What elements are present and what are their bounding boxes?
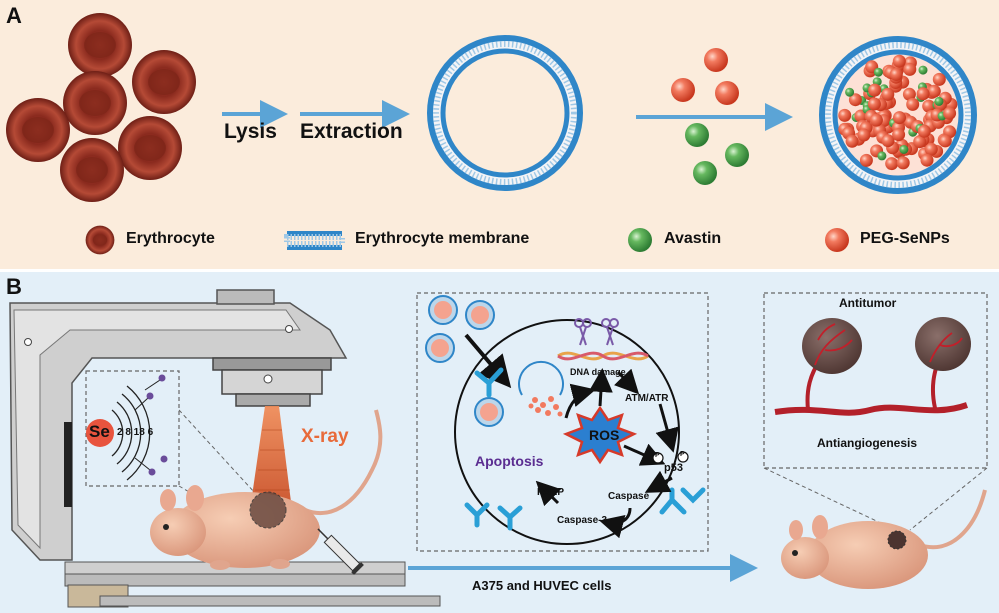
loaded-avastin-particle [877,151,887,161]
syringe-icon [317,528,364,575]
scissors-icon [574,318,619,346]
loaded-sense-particle [869,113,883,127]
cells-label: A375 and HUVEC cells [472,578,612,593]
membrane-label: Erythrocyte membrane [355,230,530,247]
loaded-sense-particle [903,62,917,76]
loaded-sense-particle [845,134,859,148]
panel-a-label: A [6,3,22,28]
receptors [464,367,706,531]
loaded-sense-particle [885,157,899,171]
loaded-sense-particle [881,87,895,101]
loaded-sense-particle [920,153,934,167]
loaded-sense-particle [917,124,931,138]
loaded-sense-particle [892,128,906,142]
dna-damage-label: DNA damage [570,367,626,377]
membrane-legend-icon [284,231,345,250]
loaded-sense-particle [943,106,957,120]
xray-machine [9,289,441,608]
loaded-avastin-particle [899,145,909,154]
mouse-treated [150,409,383,570]
ros-star [562,405,638,465]
loaded-sense-particle [867,97,881,111]
lysis-label: Lysis [224,120,277,143]
nanoparticle-mix [671,48,749,185]
loaded-avastin-particle [873,67,883,77]
antiangiogenesis-label: Antiangiogenesis [817,436,918,450]
apoptosis-label: Apoptosis [475,453,544,469]
xray-beam [250,406,292,510]
phosphate-label-2: P [680,451,685,458]
sense-legend-icon [825,228,849,252]
loaded-sense-particle [893,111,906,125]
antitumor-label: Antitumor [839,296,897,310]
panel-b-label: B [6,274,22,299]
se-shells: 2 8 18 6 [117,427,154,438]
erythrocyte-legend-icon [85,225,115,255]
loaded-sense-particle [902,87,916,101]
loaded-sense-particle [924,142,938,156]
sense-label: PEG-SeNPs [860,230,950,247]
se-symbol: Se [89,422,110,441]
pathway-arrows [535,368,679,539]
loaded-sense-particle [906,97,920,111]
phosphate-icon [677,451,689,463]
loaded-sense-particle [838,108,852,122]
loaded-sense-particle [922,99,936,113]
phosphate-icon [652,452,664,464]
atm-atr-label: ATM/ATR [625,393,669,404]
loaded-sense-particle [932,72,946,86]
loaded-avastin-particle [845,87,855,97]
erythrocyte-cluster [6,13,196,202]
ros-label: ROS [589,427,620,443]
loaded-avastin-particle [934,96,944,106]
loaded-sense-particle [913,135,927,149]
mouse-result [781,489,987,589]
loaded-sense-particle [848,93,862,107]
loaded-sense-particle [892,54,906,68]
phosphate-label-1: P [655,452,660,459]
loaded-sense-particle [889,67,903,81]
loaded-sense-particle [938,134,952,148]
caspase3-label: Caspase-3 [557,515,608,526]
loaded-avastin-particle [918,65,928,75]
xray-label: X-ray [301,426,349,447]
burst-vesicle [518,360,564,417]
loaded-sense-particle [896,156,910,170]
tumor-inset [763,292,988,531]
loaded-sense-particle [927,84,941,98]
loaded-sense-particle [857,128,871,142]
p53-label: p53 [664,462,683,474]
avastin-label: Avastin [664,230,722,247]
vesicles-outside [425,295,504,427]
loaded-sense-particle [881,134,895,148]
parp-label: PARP [537,487,565,498]
loaded-sense-particle [868,83,882,97]
membrane-vesicle [427,35,583,191]
avastin-legend-icon [628,228,652,252]
loaded-sense-particle [916,87,930,101]
loaded-sense-particle [859,153,873,167]
caspase-label: Caspase [608,491,650,502]
loaded-vesicle [819,36,977,194]
extraction-label: Extraction [300,120,403,143]
dna-helix [557,318,649,361]
erythrocyte-label: Erythrocyte [126,230,215,247]
